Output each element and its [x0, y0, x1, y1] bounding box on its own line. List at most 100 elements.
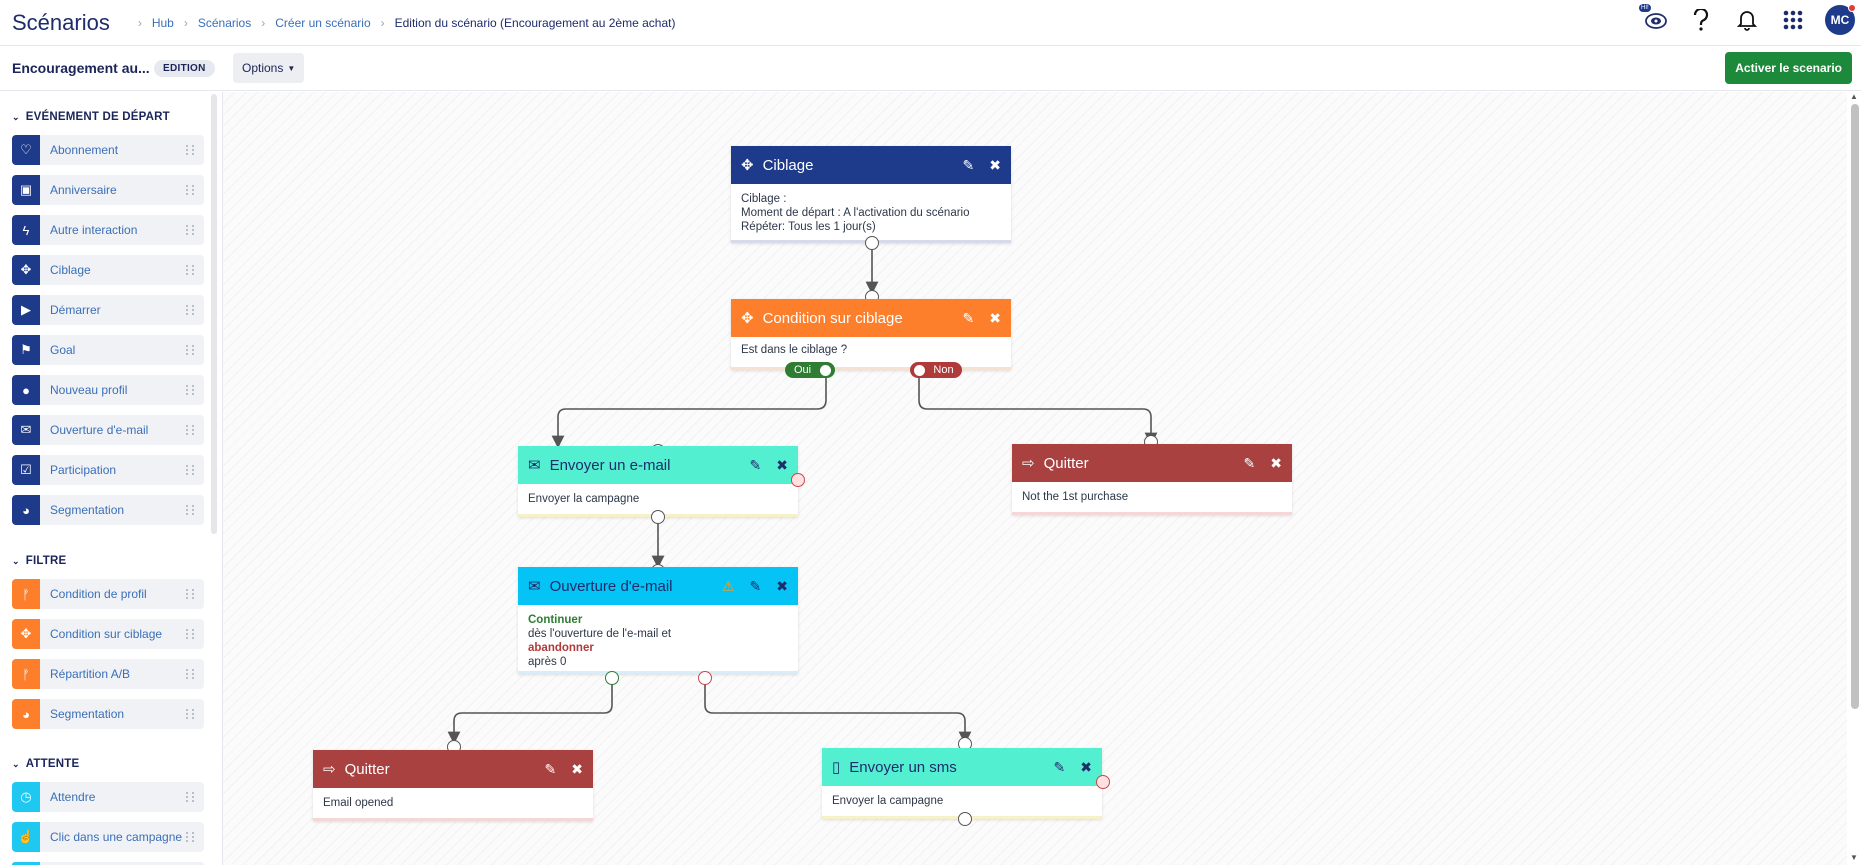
options-button[interactable]: Options ▼ — [233, 53, 305, 83]
play-icon: ▶ — [12, 295, 40, 325]
sidebar-item-nouveau-profil[interactable]: ●Nouveau profil — [12, 375, 204, 405]
output-port[interactable] — [865, 236, 879, 250]
node-condition-ciblage[interactable]: ✥ Condition sur ciblage ✎ ✖ Est dans le … — [731, 299, 1011, 370]
drag-handle-icon[interactable] — [186, 142, 198, 158]
drag-handle-icon[interactable] — [186, 829, 198, 845]
drag-handle-icon[interactable] — [186, 342, 198, 358]
section-title-start-event[interactable]: ⌄ EVÉNEMENT DE DÉPART — [12, 111, 170, 123]
drag-handle-icon[interactable] — [186, 382, 198, 398]
drag-handle-icon[interactable] — [186, 626, 198, 642]
assistant-icon[interactable]: HI! — [1639, 4, 1669, 34]
activate-scenario-button[interactable]: Activer le scenario — [1725, 52, 1852, 84]
checkbox-icon: ☑ — [12, 455, 40, 485]
close-icon[interactable]: ✖ — [571, 760, 583, 777]
scrollbar-thumb[interactable] — [1851, 104, 1859, 709]
error-output-port[interactable] — [791, 473, 805, 487]
sidebar-item-anniversaire[interactable]: ▣Anniversaire — [12, 175, 204, 205]
scenario-canvas[interactable]: ✥ Ciblage ✎ ✖ Ciblage : Moment de départ… — [222, 92, 1847, 865]
drag-handle-icon[interactable] — [186, 666, 198, 682]
sign-out-icon: ⇨ — [323, 761, 336, 778]
sidebar-item-participation[interactable]: ☑Participation — [12, 455, 204, 485]
edit-pencil-icon[interactable]: ✎ — [962, 309, 975, 326]
sidebar-item-clic-campagne[interactable]: ☝Clic dans une campagne — [12, 822, 204, 852]
apps-grid-icon[interactable] — [1779, 6, 1807, 34]
node-quitter-right[interactable]: ⇨ Quitter ✎ ✖ Not the 1st purchase — [1012, 444, 1292, 515]
sidebar-item-segmentation[interactable]: ◕Segmentation — [12, 495, 204, 525]
edit-pencil-icon[interactable]: ✎ — [749, 456, 762, 473]
sidebar-item-condition-ciblage[interactable]: ✥Condition sur ciblage — [12, 619, 204, 649]
section-title-filter[interactable]: ⌄ FILTRE — [12, 555, 66, 567]
sidebar-item-ouverture-email[interactable]: ✉Ouverture d'e-mail — [12, 415, 204, 445]
bolt-icon: ϟ — [12, 215, 40, 245]
close-icon[interactable]: ✖ — [776, 577, 788, 594]
output-port[interactable] — [914, 364, 925, 376]
mobile-phone-icon: ▯ — [832, 759, 841, 776]
node-line: Envoyer la campagne — [528, 493, 640, 505]
sidebar-item-segmentation-filter[interactable]: ◕Segmentation — [12, 699, 204, 729]
error-output-port[interactable] — [1096, 775, 1110, 789]
node-ciblage[interactable]: ✥ Ciblage ✎ ✖ Ciblage : Moment de départ… — [731, 146, 1011, 243]
breadcrumb-scenarios[interactable]: Scénarios — [197, 15, 252, 30]
sidebar-scrollbar[interactable] — [211, 94, 217, 534]
sidebar-item-ciblage[interactable]: ✥Ciblage — [12, 255, 204, 285]
sidebar-item-demarrer[interactable]: ▶ Démarrer — [12, 295, 204, 325]
node-title: Envoyer un sms — [849, 758, 957, 776]
breadcrumb-hub[interactable]: Hub — [151, 15, 174, 30]
output-port[interactable] — [651, 510, 665, 524]
sidebar-item-label: Démarrer — [50, 303, 101, 317]
edit-pencil-icon[interactable]: ✎ — [962, 156, 975, 173]
section-title-wait[interactable]: ⌄ ATTENTE — [12, 758, 79, 770]
close-icon[interactable]: ✖ — [776, 456, 788, 473]
drag-handle-icon[interactable] — [186, 502, 198, 518]
yes-output-pill[interactable]: Oui — [785, 362, 835, 378]
edit-pencil-icon[interactable]: ✎ — [1243, 454, 1256, 471]
link-continue-quitter — [447, 678, 613, 745]
avatar[interactable]: MC — [1825, 4, 1856, 35]
abandon-output-port[interactable] — [698, 671, 712, 685]
close-icon[interactable]: ✖ — [1270, 454, 1282, 471]
canvas-scrollbar[interactable]: ▲ ▼ — [1849, 92, 1861, 865]
gift-icon: ▣ — [12, 175, 40, 205]
drag-handle-icon[interactable] — [186, 422, 198, 438]
help-icon[interactable] — [1687, 6, 1715, 34]
sidebar-item-abonnement[interactable]: ♡Abonnement — [12, 135, 204, 165]
breadcrumb-create-scenario[interactable]: Créer un scénario — [275, 15, 371, 30]
close-icon[interactable]: ✖ — [1080, 758, 1092, 775]
node-email-open[interactable]: ✉ Ouverture d'e-mail ⚠ ✎ ✖ Continuer dès… — [518, 567, 798, 674]
continue-output-port[interactable] — [605, 671, 619, 685]
close-icon[interactable]: ✖ — [989, 309, 1001, 326]
sidebar-item-attendre[interactable]: ◷Attendre — [12, 782, 204, 812]
output-port[interactable] — [958, 812, 972, 826]
node-send-sms[interactable]: ▯ Envoyer un sms ✎ ✖ Envoyer la campagne — [822, 748, 1102, 819]
scroll-down-arrow-icon[interactable]: ▼ — [1850, 853, 1858, 862]
sidebar-item-goal[interactable]: ⚑Goal — [12, 335, 204, 365]
output-port[interactable] — [820, 364, 831, 376]
sidebar-item-label: Attendre — [50, 790, 96, 804]
fork-icon: ᚠ — [12, 579, 40, 609]
drag-handle-icon[interactable] — [186, 462, 198, 478]
drag-handle-icon[interactable] — [186, 222, 198, 238]
bell-icon[interactable] — [1733, 6, 1761, 34]
drag-handle-icon[interactable] — [186, 586, 198, 602]
close-icon[interactable]: ✖ — [989, 156, 1001, 173]
scroll-up-arrow-icon[interactable]: ▲ — [1850, 92, 1858, 101]
edit-pencil-icon[interactable]: ✎ — [749, 577, 762, 594]
edit-pencil-icon[interactable]: ✎ — [1053, 758, 1066, 775]
node-line: Répéter: Tous les 1 jour(s) — [741, 221, 876, 233]
caret-down-icon: ▼ — [287, 63, 296, 73]
node-quitter-left[interactable]: ⇨ Quitter ✎ ✖ Email opened — [313, 750, 593, 821]
drag-handle-icon[interactable] — [186, 789, 198, 805]
drag-handle-icon[interactable] — [186, 182, 198, 198]
warning-icon[interactable]: ⚠ — [721, 577, 735, 594]
node-send-email[interactable]: ✉ Envoyer un e-mail ✎ ✖ Envoyer la campa… — [518, 446, 798, 517]
node-title: Quitter — [1043, 454, 1089, 472]
drag-handle-icon[interactable] — [186, 262, 198, 278]
drag-handle-icon[interactable] — [186, 302, 198, 318]
no-output-pill[interactable]: Non — [910, 362, 962, 378]
connection-lines — [447, 245, 1158, 745]
edit-pencil-icon[interactable]: ✎ — [544, 760, 557, 777]
drag-handle-icon[interactable] — [186, 706, 198, 722]
